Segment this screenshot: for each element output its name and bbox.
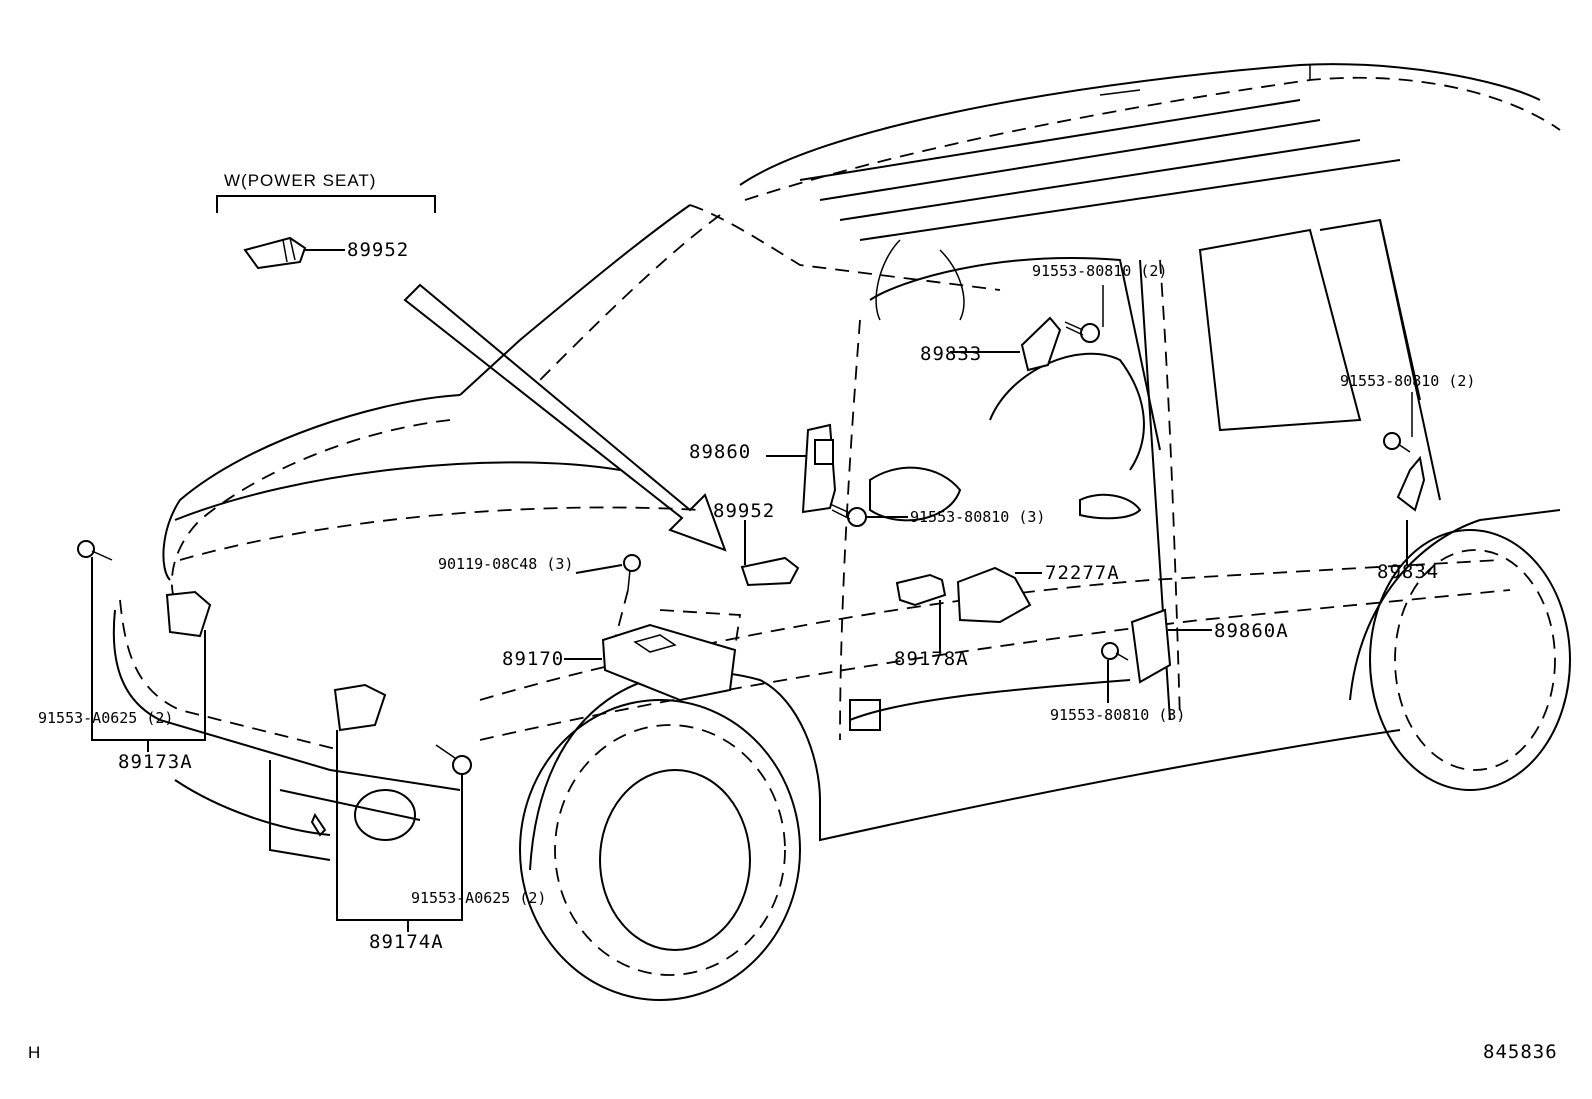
- side-mirror: [869, 466, 962, 522]
- bolt-89834: [1383, 432, 1411, 453]
- bolt-89860: [829, 503, 867, 527]
- callout-72277a: 72277A: [1045, 562, 1120, 584]
- sensor-89834-part: [1396, 455, 1426, 512]
- front-sensor-lh-part: [333, 683, 387, 732]
- variant-header: W(POWER SEAT): [224, 171, 377, 190]
- callout-89952: 89952: [713, 500, 776, 522]
- sensor-89860a-part: [1130, 608, 1172, 684]
- airbag-ecu-part: [601, 623, 737, 702]
- roof-outline: [739, 63, 1541, 186]
- callout-bolt-89834: 91553-80810 (2): [1340, 372, 1476, 390]
- callout-89174a: 89174A: [369, 931, 444, 953]
- occupant-sensor-part: [895, 573, 947, 607]
- front-sensor-rh-part: [165, 590, 212, 638]
- callout-bolt-front-lh: 91553-A0625 (2): [411, 889, 547, 907]
- a-pillar: [459, 204, 691, 396]
- callout-89178a: 89178A: [894, 648, 969, 670]
- callout-bolt-89833: 91553-80810 (2): [1032, 262, 1168, 280]
- callout-bolt-front-rh: 91553-A0625 (2): [38, 709, 174, 727]
- door-handle: [1079, 493, 1142, 520]
- sensor-89860-part: [801, 423, 837, 514]
- roof-rack: [799, 99, 1401, 241]
- callout-bolt-89860a: 91553-80810 (3): [1050, 706, 1186, 724]
- seat-sensor-part-1: [243, 236, 307, 270]
- bolt-89833: [1064, 321, 1100, 343]
- bolt-front-rh: [77, 540, 113, 561]
- location-arrow: [403, 283, 727, 552]
- callout-89173a: 89173A: [118, 751, 193, 773]
- callout-89170: 89170: [502, 648, 565, 670]
- bolt-front-lh: [435, 744, 472, 775]
- callout-89952-power-seat: 89952: [347, 239, 410, 261]
- figure-number: 845836: [1483, 1041, 1558, 1063]
- bolt-89860a: [1101, 642, 1129, 661]
- callout-89834: 89834: [1377, 561, 1440, 583]
- corner-letter: H: [28, 1043, 42, 1062]
- bolt-ecu: [623, 554, 641, 591]
- callout-bolt-89860: 91553-80810 (3): [910, 508, 1046, 526]
- callout-89833: 89833: [920, 343, 983, 365]
- front-wheel: [519, 699, 801, 1001]
- buckle-switch-part: [956, 566, 1032, 624]
- seat-sensor-part-2: [740, 556, 800, 587]
- rear-window: [1198, 228, 1362, 432]
- callout-bolt-ecu: 90119-08C48 (3): [438, 555, 574, 573]
- rear-wheel: [1369, 529, 1571, 791]
- callout-89860: 89860: [689, 441, 752, 463]
- callout-89860a: 89860A: [1214, 620, 1289, 642]
- sensor-89833-part: [1020, 316, 1062, 372]
- variant-bracket: [216, 195, 436, 213]
- hood-edge: [162, 394, 461, 581]
